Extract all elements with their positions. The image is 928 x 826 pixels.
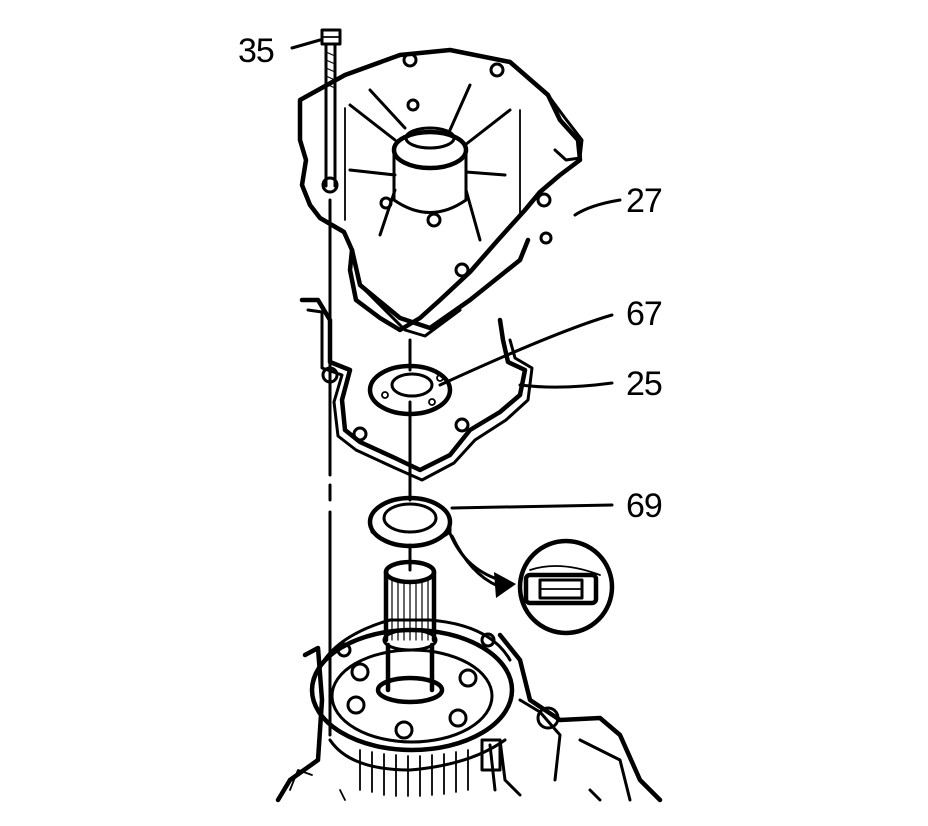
gasket-25 (299, 297, 534, 482)
callout-25: 25 (626, 365, 662, 403)
detail-arrow (446, 526, 516, 598)
extension-housing-27 (297, 47, 584, 338)
leader-lines (290, 38, 622, 510)
bolt-35 (320, 28, 342, 188)
callout-27: 27 (626, 182, 662, 220)
callout-35: 35 (238, 32, 274, 70)
callout-67: 67 (626, 295, 662, 333)
transmission-case (275, 559, 663, 803)
seal-detail-inset (517, 538, 615, 636)
seal-69 (367, 495, 453, 549)
callout-69: 69 (626, 487, 662, 525)
